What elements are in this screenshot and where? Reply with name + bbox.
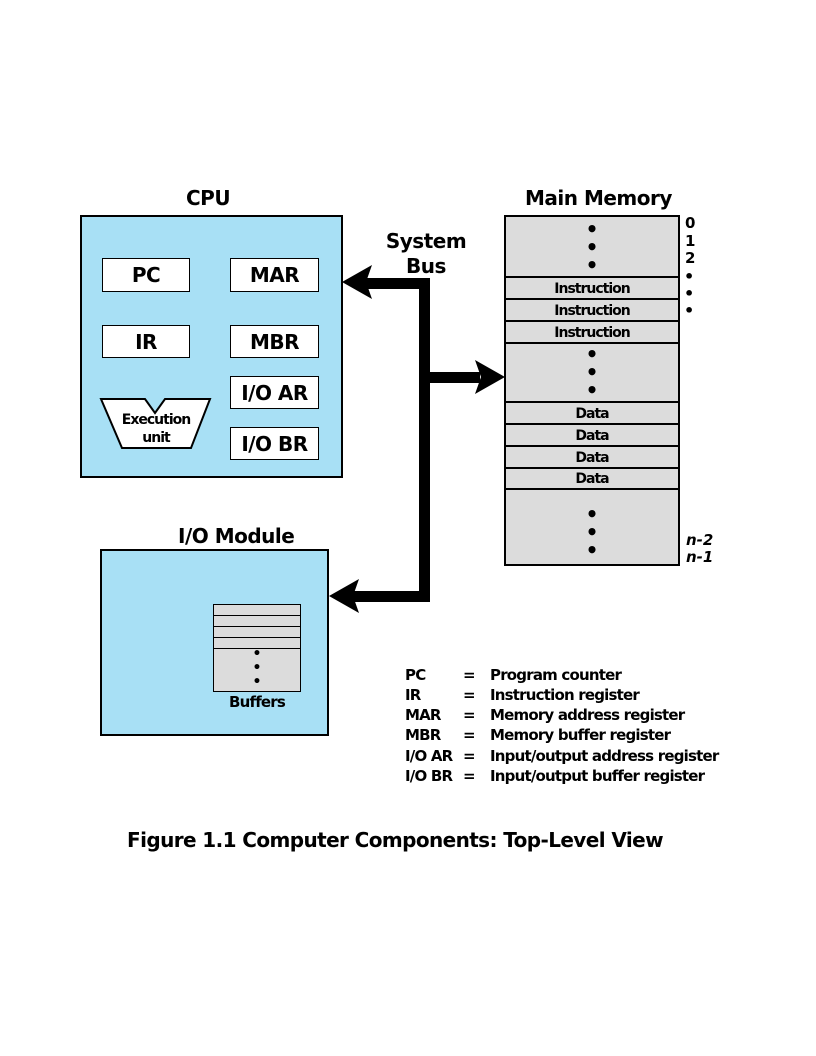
main-memory-box: ••• Instruction Instruction Instruction …: [504, 215, 680, 566]
bus-arrow-memory: [475, 360, 505, 394]
legend-desc: Memory address register: [490, 706, 685, 724]
execution-unit-shape: [99, 398, 212, 449]
legend-desc: Instruction register: [490, 686, 640, 704]
address-n-1: n-1: [686, 548, 714, 566]
legend-abbr: IR: [405, 686, 421, 704]
figure-caption: Figure 1.1 Computer Components: Top-Leve…: [127, 828, 664, 852]
legend-eq: =: [463, 686, 476, 704]
execution-unit-line1: Execution: [121, 412, 191, 428]
memory-bottom-dots: •••: [585, 502, 599, 562]
cpu-title: CPU: [186, 186, 231, 210]
legend-abbr: I/O AR: [405, 747, 453, 765]
legend-abbr: MAR: [405, 706, 441, 724]
bus-arrow-cpu: [342, 265, 372, 299]
legend-eq: =: [463, 747, 476, 765]
system-bus-label: System Bus: [380, 229, 472, 279]
bus-arrow-io: [329, 579, 359, 613]
address-dots: •••: [684, 267, 695, 320]
legend-abbr: MBR: [405, 726, 441, 744]
io-module-title: I/O Module: [178, 524, 295, 548]
register-pc: PC: [102, 258, 190, 292]
register-io-ar: I/O AR: [230, 376, 319, 409]
memory-data-4: Data: [506, 467, 678, 489]
system-bus-line1: System: [385, 229, 467, 253]
legend-eq: =: [463, 666, 476, 684]
memory-gap: [506, 342, 678, 402]
buffers-label: Buffers: [228, 693, 286, 711]
address-0: 0: [685, 214, 696, 232]
memory-bottom-region: [506, 488, 678, 564]
legend-abbr: I/O BR: [405, 767, 453, 785]
address-1: 1: [685, 232, 696, 250]
memory-instruction-2: Instruction: [506, 298, 678, 321]
legend-desc: Input/output address register: [490, 747, 719, 765]
main-memory-title: Main Memory: [525, 186, 672, 210]
register-mar: MAR: [230, 258, 319, 292]
address-n-2: n-2: [686, 531, 714, 549]
legend-eq: =: [463, 706, 476, 724]
memory-data-3: Data: [506, 445, 678, 468]
memory-instruction-3: Instruction: [506, 320, 678, 343]
memory-data-1: Data: [506, 401, 678, 424]
execution-unit-line2: unit: [142, 430, 170, 446]
legend-abbr: PC: [405, 666, 426, 684]
register-io-br: I/O BR: [230, 427, 319, 460]
legend-eq: =: [463, 767, 476, 785]
buffer-dots: •••: [252, 646, 262, 690]
legend-desc: Memory buffer register: [490, 726, 671, 744]
legend-desc: Program counter: [490, 666, 622, 684]
system-bus-line2: Bus: [406, 254, 446, 278]
memory-data-2: Data: [506, 423, 678, 446]
memory-instruction-1: Instruction: [506, 276, 678, 299]
register-mbr: MBR: [230, 325, 319, 358]
memory-top-dots: •••: [585, 217, 599, 277]
legend-desc: Input/output buffer register: [490, 767, 705, 785]
legend-eq: =: [463, 726, 476, 744]
address-2: 2: [685, 249, 696, 267]
buffer-5: [213, 648, 301, 692]
memory-middle-dots: •••: [585, 342, 599, 402]
register-ir: IR: [102, 325, 190, 358]
execution-unit-label: Execution unit: [112, 411, 200, 447]
